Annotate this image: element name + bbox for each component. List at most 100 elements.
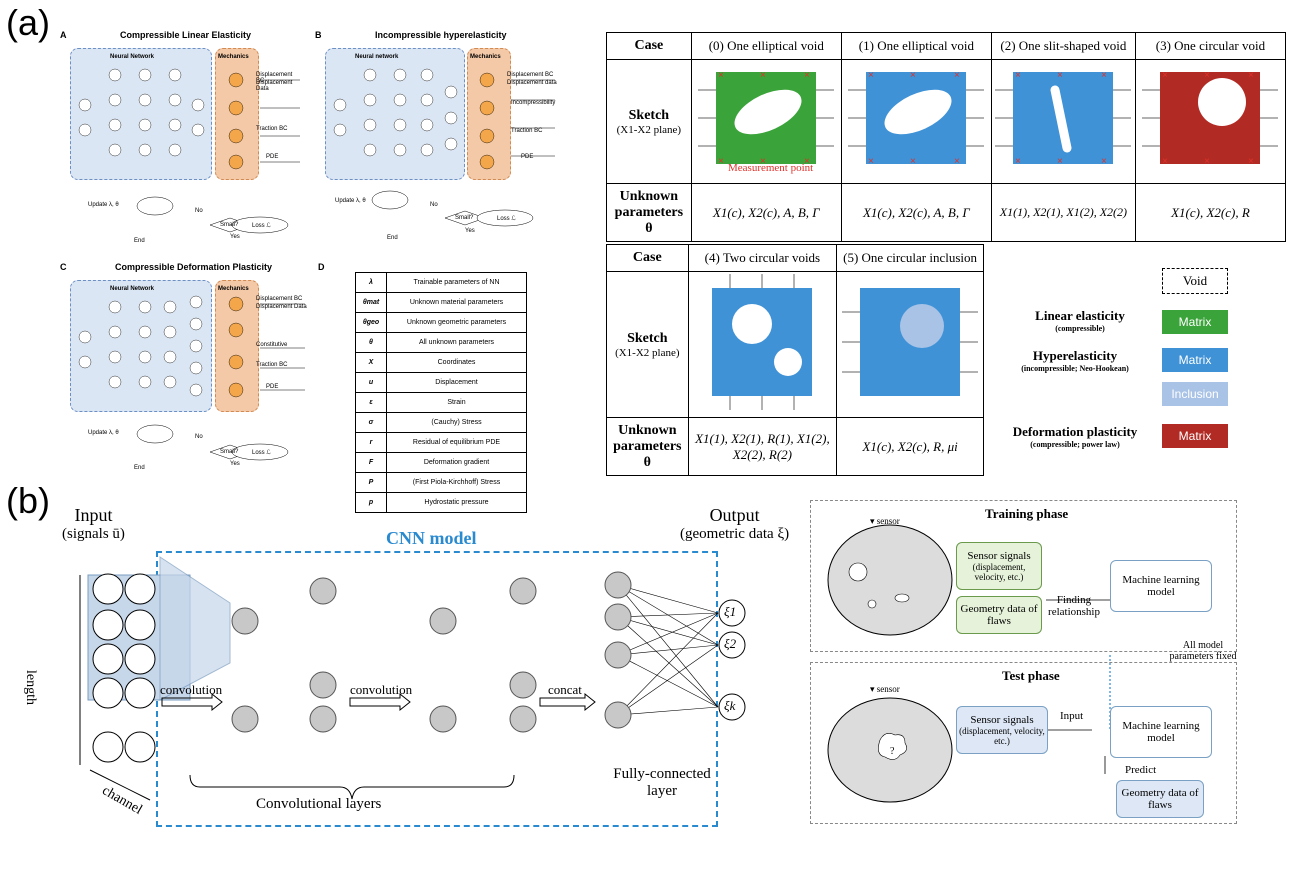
sub-a-title: Compressible Linear Elasticity — [120, 30, 252, 40]
legend-matrix-blue: Matrix — [1162, 348, 1228, 372]
legend-matrix-green: Matrix — [1162, 310, 1228, 334]
cases-table-1: Case (0) One elliptical void (1) One ell… — [606, 32, 1287, 242]
flow-diagram: ? — [827, 524, 1111, 803]
svg-text:×: × — [868, 70, 874, 81]
sub-a-end: End — [134, 238, 145, 244]
conv-layers-label: Convolutional layers — [256, 796, 382, 812]
symbol-cell: X — [355, 352, 387, 373]
sub-c-small: Small? — [220, 449, 239, 455]
subfigure-b: B Incompressible hyperelasticity Neural … — [315, 30, 565, 250]
legend-void: Void — [1162, 268, 1228, 294]
svg-text:×: × — [760, 70, 766, 81]
length-label: length — [23, 670, 38, 705]
symbol-cell: θmat — [355, 292, 387, 313]
sketch-case-2: ×××××× — [990, 59, 1136, 184]
svg-text:×: × — [1162, 70, 1168, 81]
nn-label: Neural Network — [110, 54, 155, 60]
training-title: Training phase — [985, 506, 1069, 521]
sub-b-yes: Yes — [465, 228, 475, 234]
sub-c-label-3: Traction BC — [256, 362, 288, 368]
sub-b-label-0: Displacement BC — [507, 72, 554, 78]
sub-c-update: Update λ, θ — [88, 430, 119, 436]
test-phase-box — [810, 662, 1237, 824]
symbol-desc: Displacement — [386, 372, 527, 393]
symbol-desc: Unknown geometric parameters — [386, 312, 527, 333]
sub-b-label-1: Displacement data — [507, 80, 557, 86]
nn-diagram-b — [333, 68, 555, 227]
svg-text:×: × — [760, 156, 766, 167]
svg-text:×: × — [1204, 156, 1210, 167]
mech-label: Mechanics — [218, 54, 249, 60]
symbol-desc: Hydrostatic pressure — [386, 492, 527, 513]
sub-a-letter: A — [60, 30, 67, 40]
sensor-signals-train: Sensor signals(displacement, velocity, e… — [956, 542, 1042, 590]
svg-text:×: × — [1248, 156, 1254, 167]
symbol-row: P(First Piola-Kirchhoff) Stress — [355, 472, 527, 493]
sub-b-no: No — [430, 202, 438, 208]
sketch-5-svg — [842, 288, 979, 396]
sub-a-small: Small? — [220, 222, 239, 228]
svg-text:×: × — [868, 156, 874, 167]
fc-label: Fully-connected layer — [613, 766, 711, 799]
sub-b-letter: B — [315, 30, 322, 40]
svg-text:×: × — [910, 156, 916, 167]
sub-a-label-0: Displacement BC — [256, 72, 293, 84]
sub-b-label-2: Incompressibility — [511, 100, 556, 106]
fixed-label: All model parameters fixed — [1169, 640, 1237, 662]
sub-a-update: Update λ, θ — [88, 202, 119, 208]
sub-a-no: No — [195, 208, 203, 214]
svg-text:×: × — [1101, 70, 1107, 81]
symbol-desc: Residual of equilibrium PDE — [386, 432, 527, 453]
subfigure-c: C Compressible Deformation Plasticity Ne… — [60, 262, 320, 480]
sensor-label-2: ▾ sensor — [870, 684, 900, 694]
geometry-test: Geometry data of flaws — [1116, 780, 1204, 818]
svg-text:?: ? — [890, 746, 895, 757]
conv2-label: convolution — [350, 682, 413, 697]
test-title: Test phase — [1002, 668, 1060, 683]
sub-c-label-2: Constitutive — [256, 342, 288, 348]
nn-box — [325, 48, 465, 180]
sketch-case-3: ×××××× — [1134, 59, 1287, 184]
case-header-2: Case — [606, 244, 689, 272]
params-case-3: X1(c), X2(c), R — [1134, 183, 1287, 242]
finding-relationship: Finding relationship — [1048, 594, 1100, 618]
legend-inclusion: Inclusion — [1162, 382, 1228, 406]
symbol-desc: (First Piola-Kirchhoff) Stress — [386, 472, 527, 493]
sub-b-small: Small? — [455, 215, 474, 221]
nn-box — [70, 48, 212, 180]
nn-label: Neural Network — [110, 286, 155, 292]
symbol-cell: F — [355, 452, 387, 473]
svg-text:×: × — [1057, 156, 1063, 167]
symbol-cell: θ — [355, 332, 387, 353]
case-0-title: (0) One elliptical void — [690, 32, 842, 60]
training-phase-box — [810, 500, 1237, 652]
legend-matrix-red: Matrix — [1162, 424, 1228, 448]
cnn-diagram — [79, 556, 746, 801]
xi-k: ξk — [724, 698, 736, 713]
legend-hyper: Hyperelasticity(incompressible; Neo-Hook… — [1021, 348, 1129, 373]
sub-c-no: No — [195, 434, 203, 440]
svg-text:×: × — [718, 70, 724, 81]
sensor-signals-test: Sensor signals(displacement, velocity, e… — [956, 706, 1048, 754]
panel-label-b: (b) — [6, 480, 50, 521]
symbol-desc: Strain — [386, 392, 527, 413]
symbol-cell: σ — [355, 412, 387, 433]
symbol-cell: r — [355, 432, 387, 453]
svg-text:×: × — [1162, 156, 1168, 167]
sub-c-yes: Yes — [230, 461, 240, 467]
params-case-0: X1(c), X2(c), A, B, Γ — [690, 183, 842, 242]
case-header: Case — [606, 32, 692, 60]
sub-a-yes: Yes — [230, 234, 240, 240]
conv1-label: convolution — [160, 682, 223, 697]
sub-a-loss: Loss ℒ — [252, 223, 271, 229]
xi-2: ξ2 — [724, 636, 737, 651]
sketch-case-4 — [687, 271, 838, 418]
symbol-desc: Trainable parameters of NN — [386, 272, 527, 293]
sketch-case-5 — [836, 271, 984, 418]
